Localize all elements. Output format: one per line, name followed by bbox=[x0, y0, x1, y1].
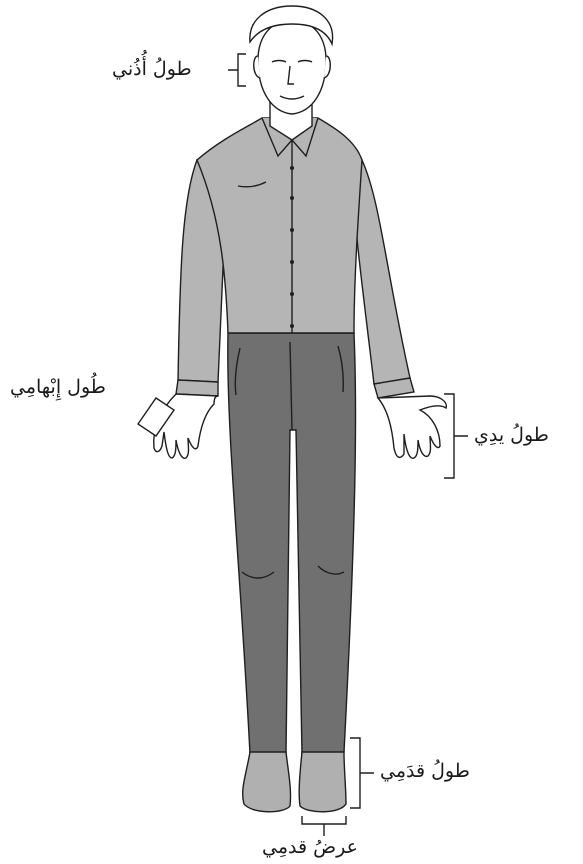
right-arm bbox=[354, 160, 446, 458]
foot-length-label: طولُ قدَمِي bbox=[380, 762, 470, 781]
ear-length-label: طولُ أُذُني bbox=[112, 60, 192, 79]
hand-length-label: طولُ يدِي bbox=[474, 426, 549, 445]
thumb-length-label: طُول إِبْهامِي bbox=[10, 378, 106, 397]
ear-length-bracket bbox=[228, 54, 246, 86]
foot-width-label: عرضُ قدمِي bbox=[262, 838, 358, 857]
foot-width-bracket bbox=[302, 816, 346, 836]
hand-length-bracket bbox=[444, 394, 468, 478]
foot-length-bracket bbox=[350, 738, 374, 808]
pants bbox=[228, 333, 356, 754]
feet bbox=[243, 752, 346, 812]
